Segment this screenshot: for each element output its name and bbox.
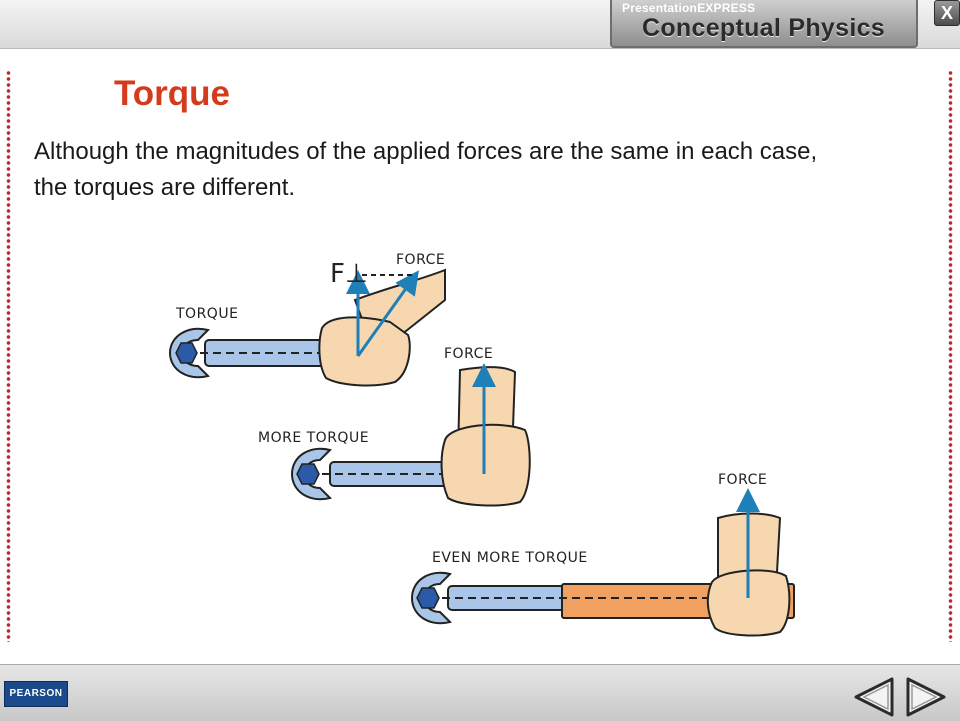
left-dotted-border [6,70,11,642]
force-label-1: FORCE [396,252,445,268]
force-label-2: FORCE [444,346,493,362]
prev-button[interactable] [852,677,896,717]
force-component-label: F⊥ [330,259,368,289]
force-label-3: FORCE [718,472,767,488]
torque-diagram: F⊥ FORCE TORQUE FORCE MORE TORQUE FORCE … [168,252,795,637]
slide-title: Torque [114,74,231,113]
next-button[interactable] [904,677,948,717]
brand-line2: Conceptual Physics [642,14,885,42]
close-button[interactable]: X [934,0,960,26]
top-bar: PresentationEXPRESS Conceptual Physics X [0,0,960,49]
hand-1 [318,316,411,387]
pearson-logo: PEARSON [4,681,68,707]
wrench-panel-2: FORCE MORE TORQUE [258,346,531,507]
bolt-1 [175,342,198,364]
bolt-3 [416,587,440,609]
bolt-2 [296,463,320,485]
torque-label-3: EVEN MORE TORQUE [432,550,588,566]
prev-arrow-icon [854,677,894,717]
slide-body-text: Although the magnitudes of the applied f… [34,138,818,201]
bottom-bar: PEARSON [0,664,960,721]
brand-badge: PresentationEXPRESS Conceptual Physics [610,0,918,48]
torque-label-2: MORE TORQUE [258,430,369,446]
wrench-panel-3: FORCE EVEN MORE TORQUE [410,472,795,637]
hand-3 [706,569,791,637]
brand-line1: PresentationEXPRESS [622,1,756,15]
next-arrow-icon [906,677,946,717]
hand-2 [440,423,531,507]
wrench-panel-1: F⊥ FORCE TORQUE [168,252,446,387]
right-dotted-border [948,70,953,642]
torque-label-1: TORQUE [175,306,238,322]
force-arrow-1 [356,270,419,357]
